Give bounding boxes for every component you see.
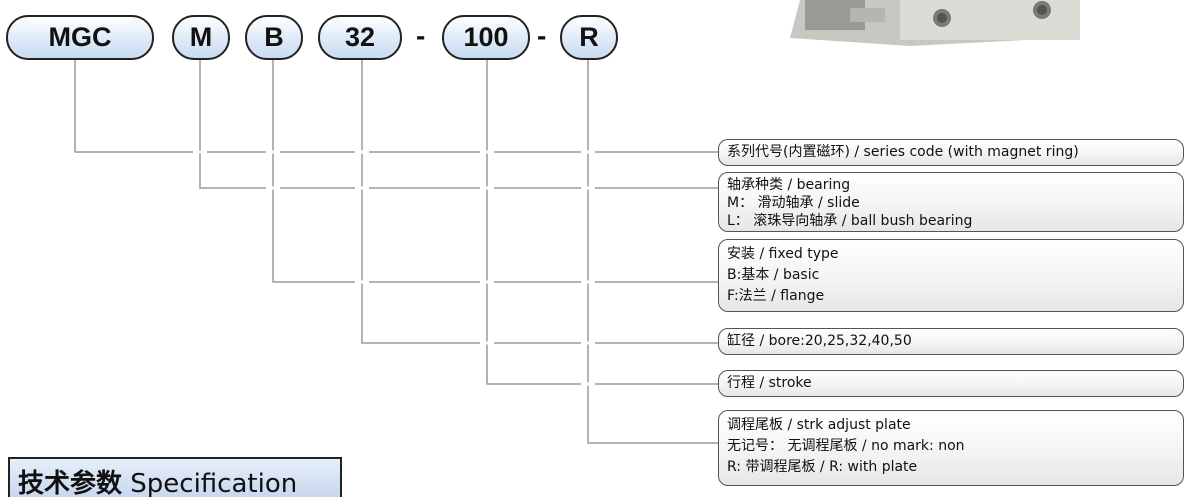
spec-header-en: Specification	[130, 469, 298, 497]
mount-type-description: 安装 / fixed type B:基本 / basic F:法兰 / flan…	[718, 239, 1184, 312]
code-plate-pill: R	[560, 15, 618, 60]
spec-header-zh: 技术参数	[18, 469, 123, 497]
series-code-description: 系列代号(内置磁环) / series code (with magnet ri…	[718, 139, 1184, 166]
specification-header: 技术参数 Specification	[8, 457, 342, 497]
code-stroke-pill: 100	[442, 15, 530, 60]
separator-dash: -	[416, 20, 426, 51]
code-bearing-pill: M	[172, 15, 230, 60]
bore-description: 缸径 / bore:20,25,32,40,50	[718, 328, 1184, 355]
separator-dash: -	[537, 20, 547, 51]
adjust-plate-description: 调程尾板 / strk adjust plate 无记号： 无调程尾板 / no…	[718, 410, 1184, 486]
bearing-description: 轴承种类 / bearing M： 滑动轴承 / slide L： 滚珠导向轴承…	[718, 172, 1184, 232]
stroke-description: 行程 / stroke	[718, 370, 1184, 397]
code-mount-pill: B	[245, 15, 303, 60]
code-bore-pill: 32	[318, 15, 402, 60]
code-series-pill: MGC	[6, 15, 154, 60]
product-photo	[790, 0, 1080, 46]
